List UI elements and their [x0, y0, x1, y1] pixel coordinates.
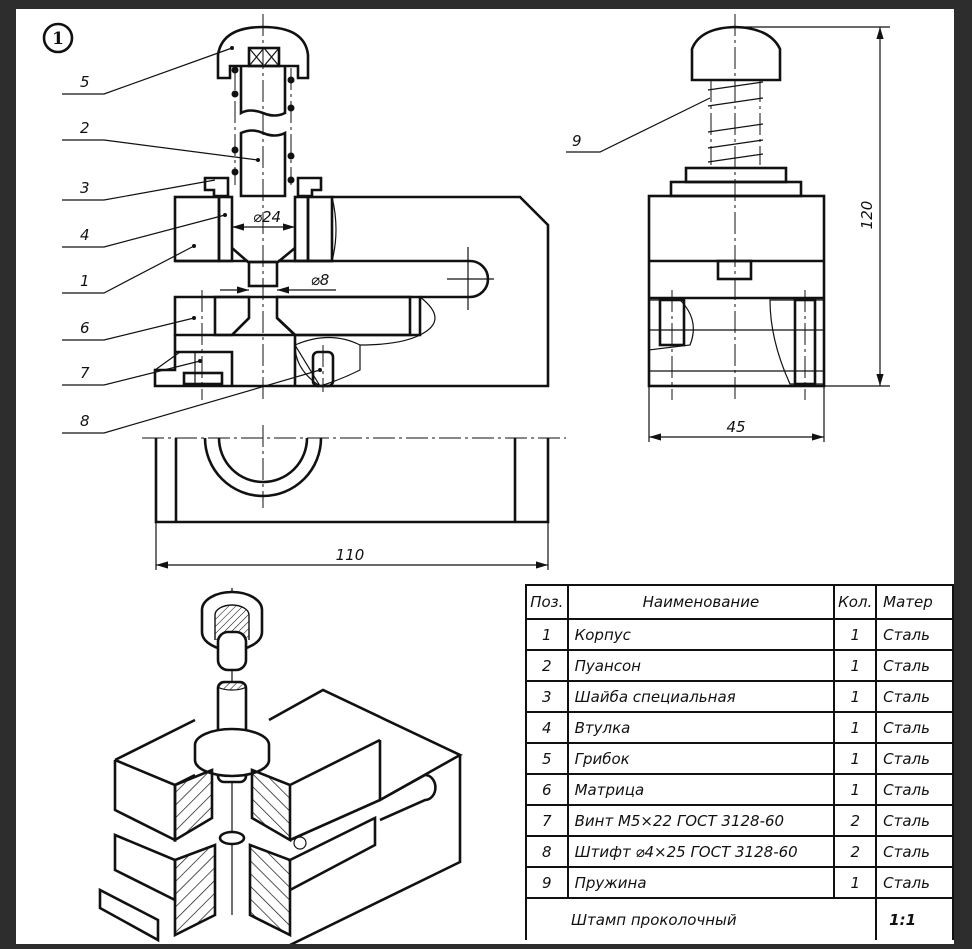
cell-material: Сталь: [875, 680, 954, 713]
table-row: 7 Винт М5×22 ГОСТ 3128-60 2 Сталь: [525, 804, 954, 837]
cell-name: Винт М5×22 ГОСТ 3128-60: [566, 804, 836, 837]
cell-material: Сталь: [875, 866, 954, 899]
table-row: 9 Пружина 1 Сталь: [525, 866, 954, 899]
cell-name: Шайба специальная: [566, 680, 836, 713]
cell-material: Сталь: [875, 649, 954, 682]
spring-part-9: [707, 81, 764, 163]
cell-material: Сталь: [875, 742, 954, 775]
body-right-part-1: [306, 195, 334, 263]
callout-6: 6: [80, 319, 90, 337]
dim-hole-diameter: ⌀8: [311, 271, 330, 289]
figure-number: 1: [52, 29, 64, 49]
cell-material: Сталь: [875, 835, 954, 868]
header-pos: Поз.: [525, 584, 569, 620]
technical-drawing: 1 ⌀24: [42, 14, 890, 944]
callout-4: 4: [80, 226, 90, 244]
cell-qty: 1: [833, 742, 878, 775]
body-outline-part-1: [320, 195, 550, 388]
dim-overall-height: 120: [858, 201, 876, 230]
cell-name: Штифт ⌀4×25 ГОСТ 3128-60: [566, 835, 836, 868]
cell-pos: 8: [525, 835, 569, 868]
cell-qty: 1: [833, 866, 878, 899]
callout-2: 2: [80, 119, 90, 137]
callout-1: 1: [80, 272, 90, 290]
front-section-view: ⌀24 ⌀8: [153, 14, 550, 400]
cell-qty: 2: [833, 835, 878, 868]
cell-pos: 3: [525, 680, 569, 713]
table-row: 3 Шайба специальная 1 Сталь: [525, 680, 954, 713]
body-side: [647, 194, 826, 388]
cell-pos: 5: [525, 742, 569, 775]
punch-lower-part-2: [239, 129, 287, 198]
table-row: 2 Пуансон 1 Сталь: [525, 649, 954, 682]
cell-pos: 6: [525, 773, 569, 806]
callout-9: 9: [572, 132, 582, 150]
dim-bore-diameter: ⌀24: [253, 208, 281, 226]
cell-qty: 1: [833, 711, 878, 744]
bushing-right-part-4: [293, 195, 310, 263]
cell-material: Сталь: [875, 773, 954, 806]
punch-tip: [247, 260, 279, 288]
cell-name: Матрица: [566, 773, 836, 806]
dim-overall-depth: 45: [726, 418, 745, 436]
dim-overall-length: 110: [336, 546, 365, 564]
table-row: 1 Корпус 1 Сталь: [525, 618, 954, 651]
cell-name: Пружина: [566, 866, 836, 899]
cell-qty: 1: [833, 773, 878, 806]
drawing-title: Штамп проколочный: [524, 897, 878, 940]
callout-3: 3: [80, 179, 90, 197]
cell-pos: 2: [525, 649, 569, 682]
screw-head-part-7: [182, 371, 224, 386]
table-row: 4 Втулка 1 Сталь: [525, 711, 954, 744]
mushroom-cap-side: [690, 25, 782, 82]
mushroom-cap-part-5: [216, 25, 310, 80]
header-material: Матер: [875, 584, 954, 620]
table-row: 5 Грибок 1 Сталь: [525, 742, 954, 775]
title-block-row: Штамп проколочный 1:1: [524, 897, 954, 940]
drawing-sheet: 1 ⌀24: [16, 9, 954, 944]
cell-pos: 1: [525, 618, 569, 651]
cell-pos: 9: [525, 866, 569, 899]
drawing-scale: 1:1: [875, 897, 954, 940]
body-left-part-1: [173, 195, 221, 263]
header-qty: Кол.: [833, 584, 878, 620]
isometric-view: [98, 588, 463, 944]
punch-upper-part-2: [239, 66, 287, 117]
cell-name: Втулка: [566, 711, 836, 744]
cell-material: Сталь: [875, 618, 954, 651]
cell-material: Сталь: [875, 804, 954, 837]
cell-name: Пуансон: [566, 649, 836, 682]
cell-qty: 1: [833, 618, 878, 651]
cell-qty: 1: [833, 649, 878, 682]
table-header-row: Поз. Наименование Кол. Матер: [525, 584, 954, 620]
cell-name: Грибок: [566, 742, 836, 775]
cell-pos: 7: [525, 804, 569, 837]
die-part-6: [173, 295, 422, 337]
cell-qty: 1: [833, 680, 878, 713]
cell-qty: 2: [833, 804, 878, 837]
callout-8: 8: [80, 412, 90, 430]
figure-number-badge: 1: [42, 22, 74, 54]
callout-leaders: [62, 46, 711, 434]
specification-table: Поз. Наименование Кол. Матер 1 Корпус 1 …: [524, 584, 954, 940]
bushing-left-part-4: [217, 195, 234, 263]
spring-coils: [231, 66, 295, 184]
callout-5: 5: [80, 73, 90, 91]
cell-pos: 4: [525, 711, 569, 744]
callout-7: 7: [80, 364, 90, 382]
cell-material: Сталь: [875, 711, 954, 744]
washer-right-part-3: [296, 176, 323, 198]
table-row: 8 Штифт ⌀4×25 ГОСТ 3128-60 2 Сталь: [525, 835, 954, 868]
header-name: Наименование: [566, 584, 836, 620]
side-view: 120 45: [647, 14, 890, 442]
plan-view: 110: [142, 425, 566, 570]
cell-name: Корпус: [566, 618, 836, 651]
table-row: 6 Матрица 1 Сталь: [525, 773, 954, 806]
